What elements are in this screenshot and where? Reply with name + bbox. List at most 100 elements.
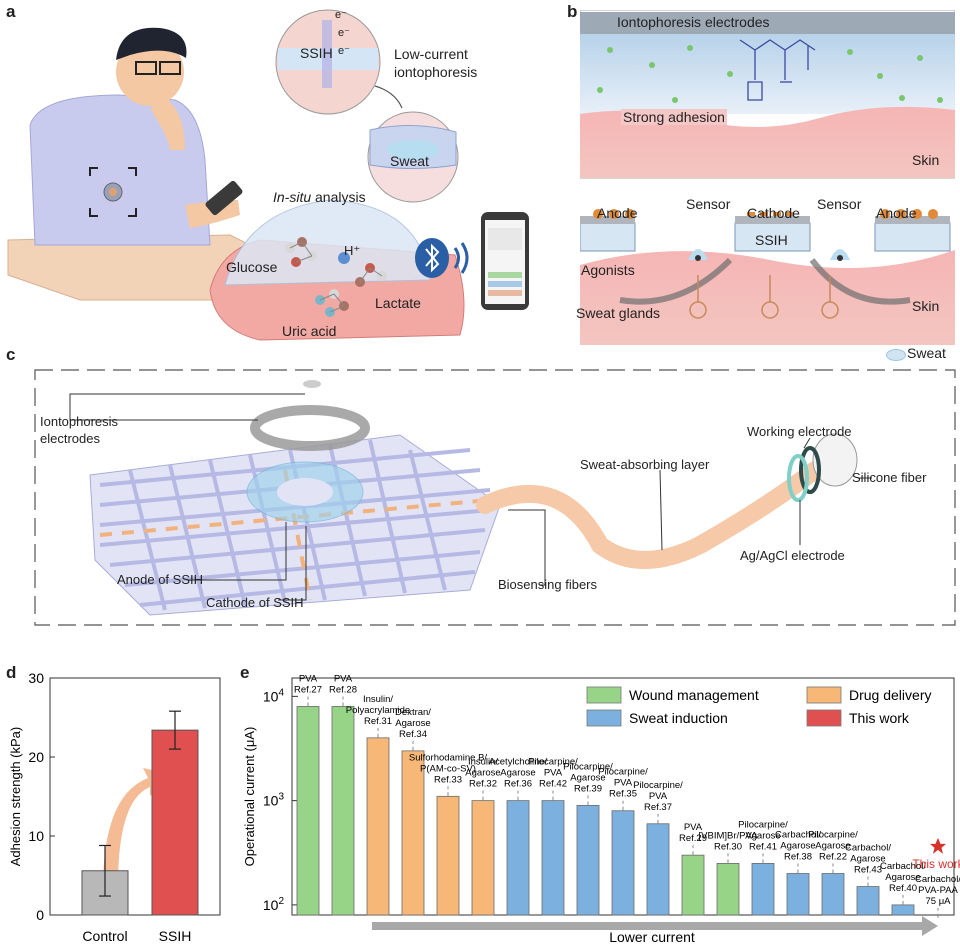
bar-e	[296, 706, 320, 916]
right-sensor-dot	[837, 255, 843, 261]
y-tick-label-d: 20	[28, 749, 44, 765]
proton-ball	[338, 252, 350, 264]
x-tick-label-d: Control	[82, 928, 127, 944]
bar-d-ssih	[151, 729, 199, 916]
zoom-arrow	[374, 85, 403, 109]
bar-e	[471, 800, 495, 916]
right-anode-electrode	[875, 216, 950, 224]
plot-frame-d	[49, 677, 221, 916]
left-sensor-droplet	[688, 249, 708, 260]
bar-e	[331, 706, 355, 916]
y-tick-label-d: 0	[36, 907, 44, 923]
this-work-star-icon	[930, 837, 946, 854]
callout-lines	[69, 393, 872, 601]
panel-b-illustration	[580, 10, 955, 345]
sweat-glands-label: Sweat glands	[576, 305, 661, 321]
legend-label-e: Wound management	[629, 687, 759, 703]
uric-acid-molecule	[315, 289, 349, 317]
phone-app-icon	[481, 212, 529, 310]
right-sensor-droplet	[830, 249, 850, 260]
bar-e	[891, 904, 915, 916]
glasses-right	[159, 61, 181, 75]
bar-e	[366, 737, 390, 916]
iontophoresis-electrodes-label-b: Iontophoresis electrodes	[617, 14, 770, 30]
x-tick-label-d: SSIH	[159, 928, 192, 944]
insitu-analysis-label: In-situ analysis	[273, 189, 366, 205]
lower-current-label: Lower current	[609, 929, 695, 944]
lactate-label: Lactate	[375, 295, 421, 311]
bar-label-e: Sulforhodamine B/P(AM-co-SV)Ref.33	[409, 752, 488, 785]
bar-e	[401, 750, 425, 916]
sensor-right-label: Sensor	[817, 196, 862, 212]
legend-label-e: Sweat induction	[629, 710, 728, 726]
polymer-structure	[739, 39, 816, 101]
left-current-arrow	[619, 257, 733, 305]
bar-e	[821, 873, 845, 916]
bar-e	[856, 886, 880, 916]
top-gel	[580, 34, 955, 114]
cathode-label-b: Cathode	[747, 205, 800, 221]
cathode-of-ssih-label: Cathode of SSIH	[206, 595, 304, 610]
bluetooth-icon	[415, 238, 469, 278]
bar-e	[751, 863, 775, 916]
left-anode-electrode	[580, 216, 635, 224]
legend-swatch-e	[586, 709, 622, 727]
bar-e	[541, 800, 565, 916]
agagcl-electrode-ring	[787, 454, 809, 502]
ssih-center	[277, 478, 333, 506]
person-head	[116, 38, 184, 106]
y-tick-label-e: 104	[263, 687, 285, 704]
sweat-legend-label: Sweat	[907, 345, 946, 361]
zoom-circle-top	[275, 9, 381, 115]
y-tick-label-e: 103	[263, 792, 285, 809]
sensor-left-label: Sensor	[686, 196, 731, 212]
panel-a-illustration	[7, 9, 529, 341]
sweat-legend-swatch	[886, 349, 906, 361]
y-tick-label-e: 102	[263, 896, 285, 913]
iontophoresis-ring	[250, 405, 370, 451]
y-axis-label-d: Adhesion strength (kPa)	[8, 727, 23, 866]
textile-mesh	[89, 434, 501, 616]
person-hair	[116, 27, 187, 60]
person-hand-phone	[185, 200, 240, 228]
bar-e	[646, 823, 670, 916]
cathode-gel	[734, 222, 811, 252]
arm-patch	[89, 167, 137, 217]
person-torso	[29, 94, 211, 246]
bar-e	[681, 854, 705, 916]
sweat-label-a: Sweat	[390, 153, 429, 169]
legend-swatch-e	[586, 686, 622, 704]
panel-label-a: a	[6, 2, 16, 21]
ssih-label-b: SSIH	[755, 232, 788, 248]
skin-bottom-label: Skin	[912, 298, 940, 314]
iontophoresis-electrodes-label-c-1: Iontophoresis	[40, 414, 119, 429]
sweat-gland-icons	[689, 275, 839, 319]
fiber-end-cap	[812, 433, 858, 487]
bar-e	[716, 863, 740, 916]
panel-label-d: d	[6, 663, 17, 682]
iontophoresis-label-a: iontophoresis	[394, 64, 478, 80]
legend-swatch-e	[806, 709, 842, 727]
anode-right-label: Anode	[876, 205, 917, 221]
ssih-label-a: SSIH	[300, 45, 333, 61]
iontophoresis-electrodes-label-c-2: electrodes	[40, 431, 100, 446]
working-electrode-ring	[799, 446, 821, 494]
bar-e	[506, 800, 530, 916]
panel-label-b: b	[567, 2, 578, 21]
uric-acid-label: Uric acid	[282, 323, 337, 339]
y-tick-label-d: 30	[28, 670, 44, 686]
anode-of-ssih-label: Anode of SSIH	[117, 572, 203, 587]
electrode-tab	[303, 380, 321, 388]
working-electrode-label: Working electrode	[747, 424, 852, 439]
